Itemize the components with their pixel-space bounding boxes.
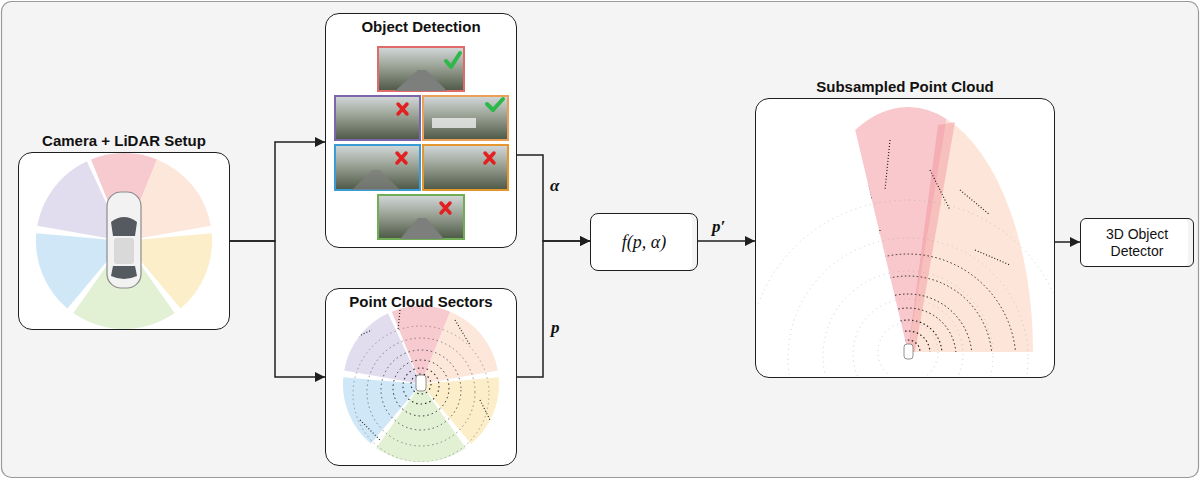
box-fill [18, 152, 230, 330]
subsampled-cloud [757, 107, 1053, 376]
box-heading: Object Detection [286, 18, 556, 35]
camera-sectors [36, 153, 212, 329]
svg-rect [423, 96, 508, 140]
svg-path [352, 170, 400, 190]
svg-path [908, 119, 1033, 352]
status-marks [397, 53, 503, 213]
cloud-sectors [343, 306, 499, 462]
svg-path [446, 53, 460, 67]
svg-g [757, 200, 1053, 376]
edge-label: α [550, 176, 559, 196]
svg-circle [824, 276, 992, 376]
svg-rect [335, 96, 420, 140]
svg-path [343, 377, 421, 444]
svg-path [111, 266, 137, 279]
svg-rect [335, 145, 420, 190]
detection-box: Object Detection [325, 13, 517, 248]
svg-path [395, 70, 447, 91]
connector [517, 241, 590, 377]
box-fill [755, 98, 1055, 378]
svg-rect [107, 192, 141, 288]
svg-circle [411, 374, 431, 394]
connector [517, 155, 590, 241]
box-fill [325, 13, 517, 248]
svg-path [908, 122, 955, 352]
box-heading: Camera + LiDAR Setup [0, 132, 269, 149]
svg-rect [432, 118, 476, 128]
setup-box: Camera + LiDAR Setup [18, 152, 230, 330]
car-top-view [107, 192, 141, 288]
svg-circle [381, 350, 461, 430]
box-label: f(p, α) [591, 232, 697, 253]
svg-path [485, 153, 494, 163]
svg-rect [378, 195, 464, 239]
svg-path [421, 312, 498, 384]
svg-circle [878, 322, 938, 376]
svg-circle [844, 294, 972, 376]
svg-path [487, 104, 493, 110]
svg-circle [788, 238, 1028, 376]
svg-circle [367, 338, 475, 446]
box-fill [325, 288, 517, 466]
edge-label: p′ [712, 217, 725, 237]
svg-path [493, 99, 503, 110]
connector [230, 142, 325, 241]
svg-rect [904, 344, 913, 359]
svg-circle [874, 320, 942, 376]
camera-images [335, 47, 508, 239]
svg-path [441, 203, 450, 213]
function-box: f(p, α) [590, 213, 698, 271]
connector [1055, 241, 1080, 243]
svg-circle [353, 326, 489, 462]
box-heading: Subsampled Point Cloud [716, 78, 1094, 95]
detector-box: 3D Object Detector [1080, 218, 1194, 267]
svg-path [111, 217, 137, 236]
svg-path [400, 218, 444, 239]
edge-label: p [551, 318, 560, 338]
svg-circle [896, 340, 920, 364]
svg-path [860, 140, 1010, 265]
svg-g [800, 140, 1016, 376]
svg-circle [757, 200, 1053, 376]
svg-rect [423, 145, 508, 190]
box-label: 3D Object Detector [1081, 226, 1193, 260]
sectors-box: Point Cloud Sectors [325, 288, 517, 466]
svg-circle [860, 308, 956, 376]
connector [230, 241, 325, 377]
svg-path [350, 310, 490, 440]
svg-circle [393, 360, 449, 416]
connector [698, 240, 755, 242]
svg-circle [853, 299, 963, 376]
ego-car [416, 375, 426, 391]
cloud-points [350, 310, 490, 462]
svg-path [344, 313, 421, 384]
svg-circle [886, 331, 930, 375]
svg-circle [403, 368, 439, 404]
svg-path [398, 104, 407, 114]
svg-circle [800, 254, 1016, 376]
svg-path [397, 153, 406, 163]
subsampled-box: Subsampled Point Cloud [755, 98, 1055, 378]
svg-rect [378, 47, 464, 91]
svg-circle [823, 271, 993, 376]
box-heading: Point Cloud Sectors [286, 293, 556, 310]
svg-rect [114, 238, 134, 264]
